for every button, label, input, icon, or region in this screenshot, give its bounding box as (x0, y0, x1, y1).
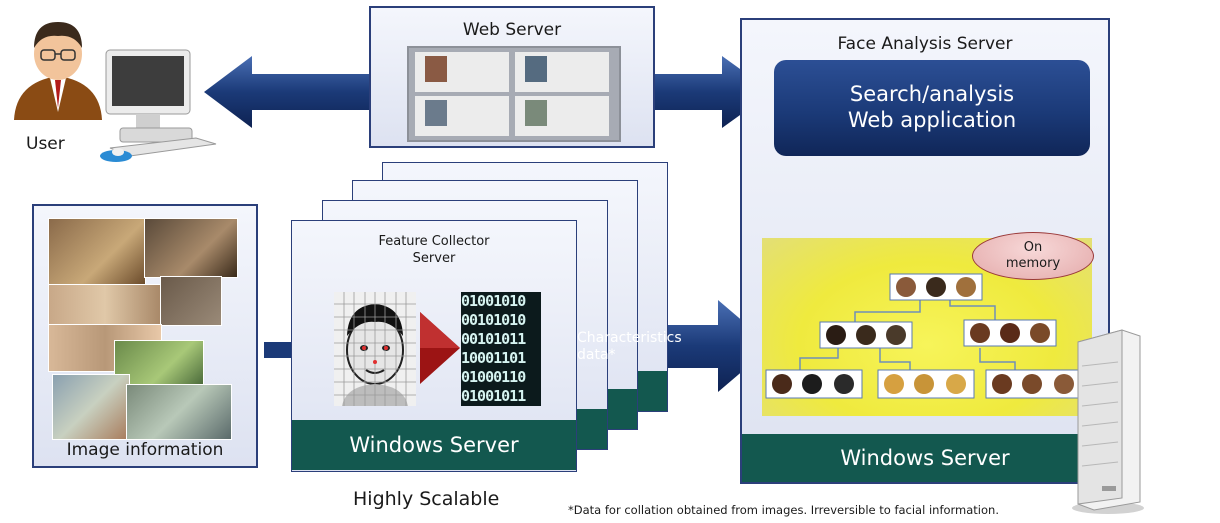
result-thumb (525, 56, 547, 82)
web-server-panel: Web Server (369, 6, 655, 148)
face-analysis-windows-bar: Windows Server (742, 434, 1108, 482)
on-memory-line2: memory (1005, 256, 1061, 271)
processing-arrow-icon (420, 312, 460, 384)
on-memory-bubble: On memory (972, 232, 1094, 280)
collector-windows-bar: Windows Server (292, 420, 576, 470)
collector-title-line1: Feature Collector (378, 234, 490, 249)
collage-photo (48, 218, 146, 286)
result-thumb (425, 56, 447, 82)
face-group-top (889, 273, 983, 301)
face-group-bottom-1 (765, 369, 863, 399)
characteristics-line2: data* (577, 347, 616, 363)
collage-photo (160, 276, 222, 326)
collage-photo (144, 218, 238, 278)
computer-icon (100, 49, 217, 162)
image-information-label: Image information (66, 440, 224, 460)
on-memory-line1: On (1023, 240, 1043, 255)
characteristics-line1: Characteristics (577, 330, 682, 346)
binary-line: 00101010 (461, 311, 526, 329)
binary-line: 10001101 (461, 349, 526, 367)
result-thumb (425, 100, 447, 126)
face-group-bottom-2 (877, 369, 975, 399)
binary-line: 01001011 (461, 387, 526, 405)
web-server-title: Web Server (462, 20, 562, 40)
binary-data-block: 01001010 00101010 00101011 10001101 0100… (461, 292, 541, 406)
user-avatar-icon (14, 22, 102, 120)
binary-line: 01000110 (461, 368, 526, 386)
binary-line: 01001010 (461, 292, 526, 310)
web-server-screenshot (407, 46, 621, 142)
characteristics-label: Characteristics data* (577, 330, 682, 364)
footnote: *Data for collation obtained from images… (568, 503, 999, 517)
face-group-mid-right (963, 319, 1057, 347)
binary-line: 00101011 (461, 330, 526, 348)
search-web-app-box: Search/analysis Web application (774, 60, 1090, 156)
face-grid-icon (334, 292, 416, 406)
highly-scalable-label: Highly Scalable (353, 488, 500, 510)
collage-photo (126, 384, 232, 440)
user-figure (8, 12, 108, 122)
face-tree (765, 273, 1083, 399)
image-information-panel: Image information (32, 204, 258, 468)
face-group-bottom-3 (985, 369, 1083, 399)
search-web-app-line1: Search/analysis (849, 82, 1015, 106)
collector-title-line2: Server (412, 251, 456, 266)
collector-title: Feature Collector Server (292, 233, 576, 267)
result-thumb (525, 100, 547, 126)
user-label: User (26, 134, 65, 154)
search-web-app-line2: Web application (847, 108, 1017, 132)
collage-photo (52, 374, 130, 440)
face-analysis-title: Face Analysis Server (837, 34, 1013, 54)
face-group-mid-left (819, 321, 913, 349)
server-tower-icon (1072, 329, 1144, 514)
collage-photo (48, 284, 162, 326)
